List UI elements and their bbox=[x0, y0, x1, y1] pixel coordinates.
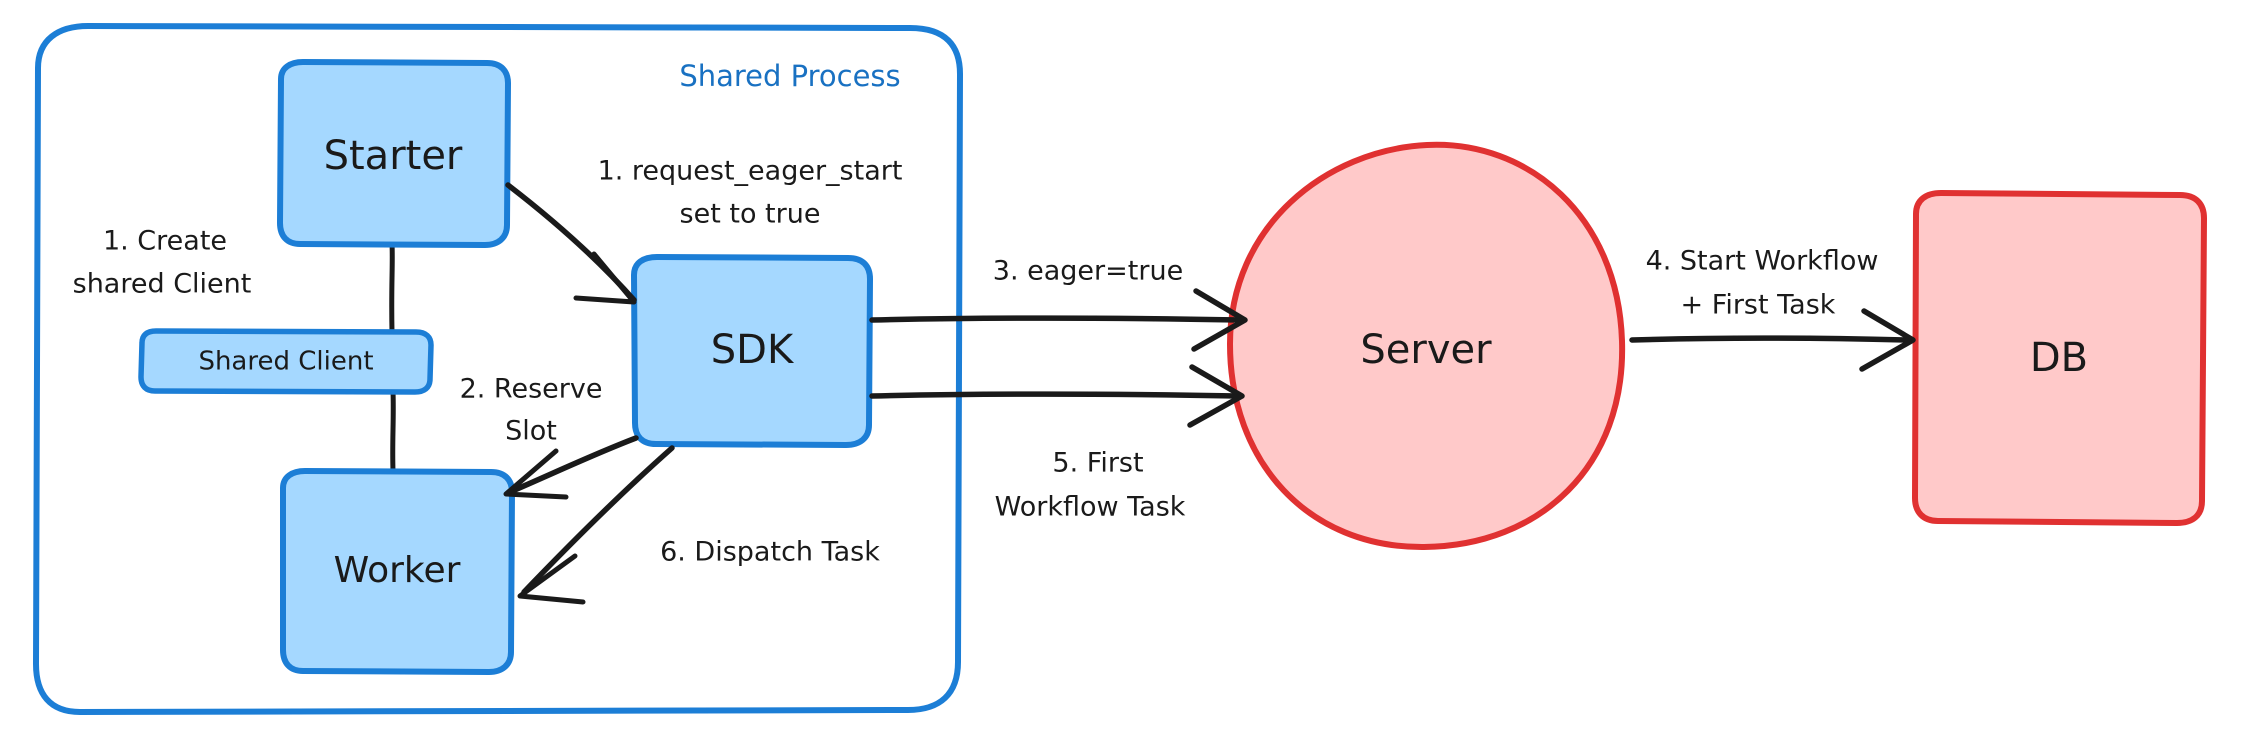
edge-dispatch-task-label: 6. Dispatch Task bbox=[660, 537, 880, 568]
db-label: DB bbox=[2030, 335, 2088, 381]
edge-eager-true-line bbox=[869, 315, 1243, 323]
edge-starter-sharedclient-worker bbox=[389, 240, 396, 474]
edge-starter-to-sdk-label-line2: set to true bbox=[680, 199, 821, 230]
node-server[interactable]: Server bbox=[1227, 141, 1626, 551]
edge-eager-true-label: 3. eager=true bbox=[993, 256, 1183, 287]
node-shared-client[interactable]: Shared Client bbox=[138, 328, 434, 395]
sdk-box-shape bbox=[631, 254, 873, 448]
edge-create-shared-client-line1: 1. Create bbox=[103, 226, 227, 257]
edge-first-workflow-task-arrowhead bbox=[1187, 364, 1245, 428]
worker-label: Worker bbox=[334, 550, 461, 591]
shared-client-box-shape bbox=[138, 328, 434, 395]
edge-create-shared-client-line2: shared Client bbox=[73, 269, 252, 300]
edge-reserve-slot-label-line1: 2. Reserve bbox=[460, 374, 603, 405]
edge-starter-to-sdk-arrowhead bbox=[573, 251, 637, 305]
edge-reserve-slot-label-line2: Slot bbox=[505, 416, 557, 447]
worker-box-shape bbox=[280, 468, 515, 675]
edge-server-to-db: 4. Start Workflow + First Task bbox=[1629, 246, 1916, 372]
shared-client-label: Shared Client bbox=[198, 347, 373, 377]
edge-reserve-slot-arrowhead bbox=[503, 448, 569, 500]
starter-box-shape bbox=[277, 59, 511, 248]
starter-label: Starter bbox=[324, 133, 463, 179]
edge-start-workflow-label-line2: + First Task bbox=[1681, 290, 1836, 321]
edge-start-workflow-label-line1: 4. Start Workflow bbox=[1646, 246, 1879, 277]
edge-sdk-to-worker-dispatch: 6. Dispatch Task bbox=[517, 445, 880, 605]
edge-starter-to-sdk-label-line1: 1. request_eager_start bbox=[598, 156, 903, 187]
edge-starter-to-sdk: 1. request_eager_start set to true bbox=[505, 156, 903, 305]
edge-first-workflow-task-line bbox=[869, 391, 1241, 399]
edge-reserve-slot-line bbox=[507, 435, 639, 495]
edge-first-workflow-task-label-line2: Workflow Task bbox=[995, 492, 1186, 523]
edge-create-shared-client-label: 1. Create shared Client bbox=[73, 226, 252, 300]
line-sharedclient-worker bbox=[390, 388, 396, 474]
edge-dispatch-task-line bbox=[521, 445, 675, 595]
edge-start-workflow-line bbox=[1629, 335, 1911, 343]
line-starter-sharedclient bbox=[389, 240, 395, 335]
shared-process-title: Shared Process bbox=[679, 59, 900, 93]
edge-sdk-to-worker-reserve: 2. Reserve Slot bbox=[460, 374, 639, 500]
server-label: Server bbox=[1360, 327, 1492, 373]
group-shared-process: Shared Process bbox=[33, 23, 963, 715]
server-ellipse-shape bbox=[1227, 141, 1626, 551]
edge-dispatch-task-arrowhead bbox=[517, 553, 586, 605]
node-db[interactable]: DB bbox=[1912, 190, 2207, 526]
sdk-label: SDK bbox=[711, 327, 795, 373]
node-starter[interactable]: Starter bbox=[277, 59, 511, 248]
edge-sdk-to-server-eager: 3. eager=true bbox=[869, 256, 1248, 352]
db-box-shape bbox=[1912, 190, 2207, 526]
edge-eager-true-arrowhead bbox=[1191, 288, 1248, 352]
edge-first-workflow-task-label-line1: 5. First bbox=[1052, 448, 1143, 479]
edge-start-workflow-arrowhead bbox=[1859, 308, 1916, 372]
node-worker[interactable]: Worker bbox=[280, 468, 515, 675]
edge-server-to-sdk-firsttask: 5. First Workflow Task bbox=[869, 364, 1245, 523]
node-sdk[interactable]: SDK bbox=[631, 254, 873, 448]
shared-process-border bbox=[33, 23, 963, 715]
